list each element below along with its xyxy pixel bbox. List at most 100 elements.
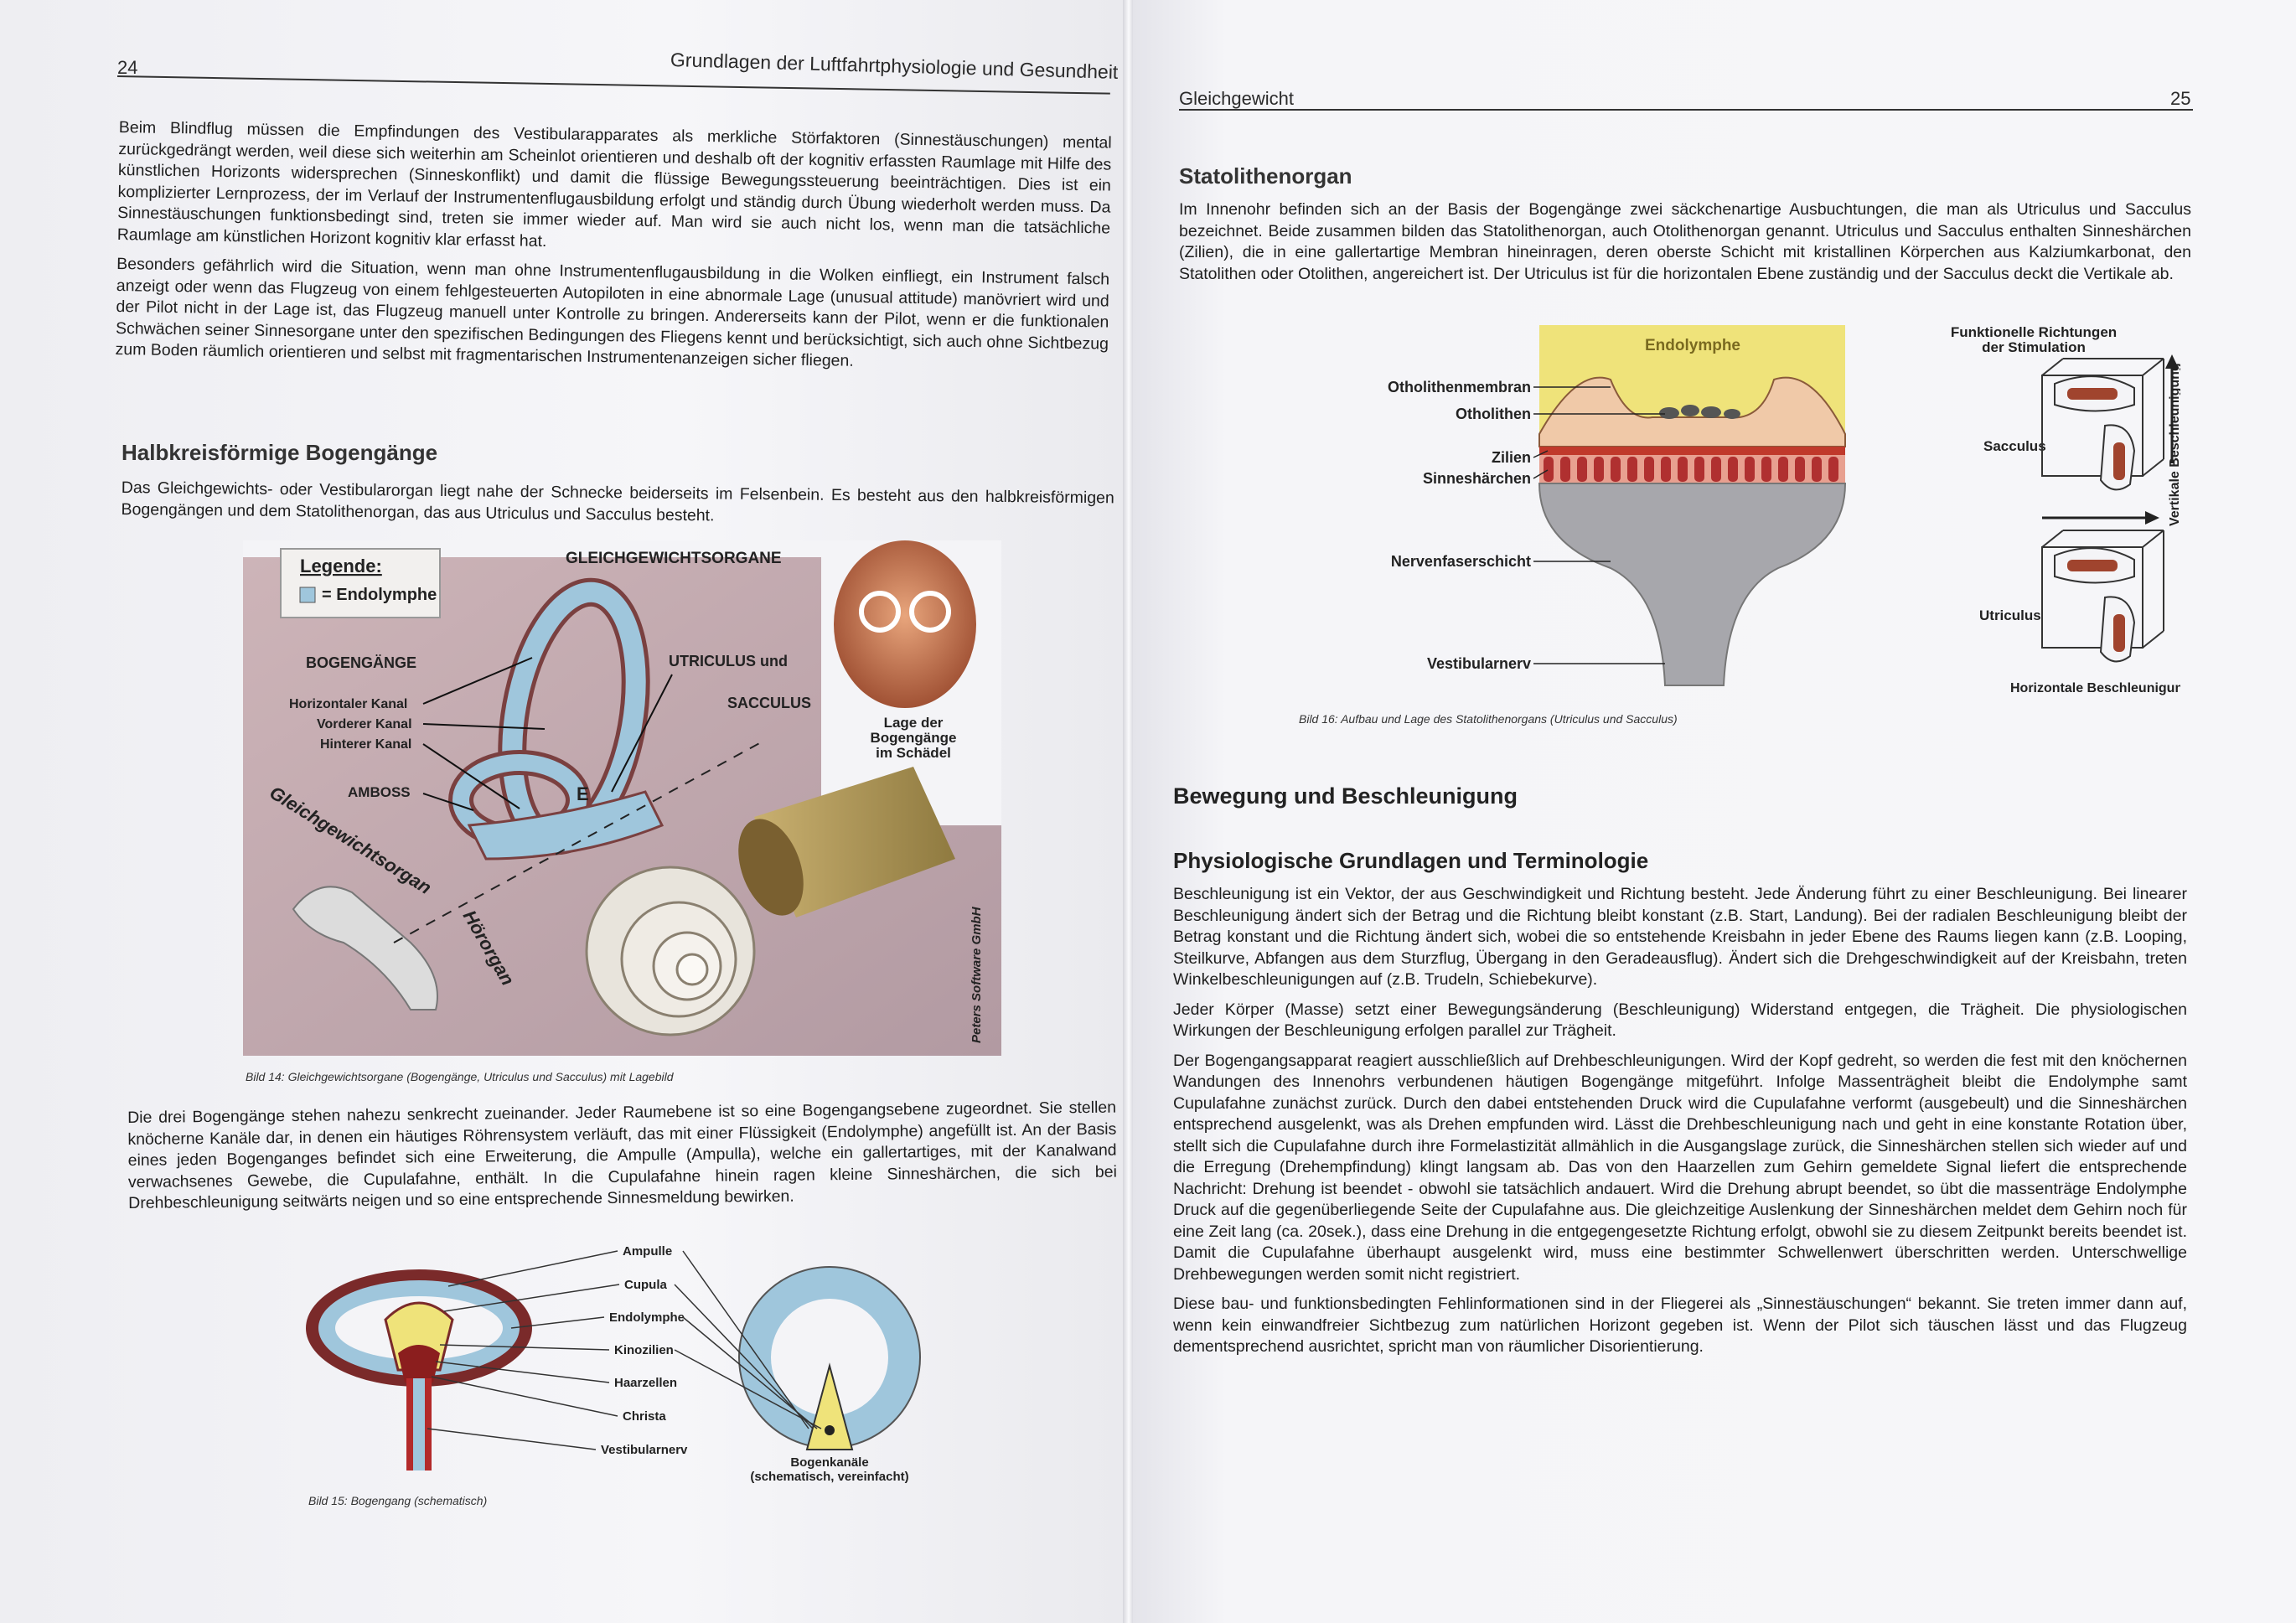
heading-statolithenorgan: Statolithenorgan — [1179, 163, 1352, 189]
section-plane — [393, 741, 763, 943]
hair-cell — [1627, 457, 1637, 482]
label-utriculus: UTRICULUS und — [669, 653, 788, 669]
label-horizontal: Horizontaler Kanal — [289, 697, 407, 711]
page-number: 24 — [117, 57, 138, 78]
section-paragraph: Das Gleichgewichts- oder Vestibularorgan… — [121, 478, 1114, 525]
figure-16: Endolymphe Otholithenmembran Otholithen … — [1259, 317, 2191, 702]
label-haarzellen: Haarzellen — [614, 1376, 677, 1390]
figure-14-illustration: Legende: = Endolymphe GLEICHGEWICHTSORGA… — [243, 540, 1001, 1056]
label-endolymphe: Endolymphe — [609, 1310, 685, 1325]
hair-cell — [1544, 457, 1554, 482]
nerve-fibre-layer — [1538, 483, 1847, 686]
hair-cell — [1778, 457, 1788, 482]
label-e: E — [577, 783, 589, 804]
hair-cell — [1745, 457, 1755, 482]
label-sinneshaerchen: Sinneshärchen — [1423, 470, 1531, 487]
lage-label-3: im Schädel — [876, 745, 951, 761]
hair-cell — [1728, 457, 1738, 482]
head-illustration — [834, 540, 976, 708]
figure-15: Ampulle Cupula Endolymphe Kinozilien Haa… — [306, 1236, 943, 1487]
hair-cell — [1711, 457, 1721, 482]
intro-block: Beim Blindflug müssen die Empfindungen d… — [115, 117, 1111, 376]
hair-cell — [1678, 457, 1688, 482]
hair-cell — [1560, 457, 1570, 482]
lage-label-1: Lage der — [884, 715, 944, 731]
label-christa: Christa — [623, 1409, 666, 1424]
hair-cell — [1594, 457, 1604, 482]
hair-cell — [1761, 457, 1771, 482]
statolith-paragraph: Im Innenohr befinden sich an der Basis d… — [1179, 200, 2191, 283]
label-vestibularnerv: Vestibularnerv — [601, 1443, 688, 1457]
heading-bewegung: Bewegung und Beschleunigung — [1173, 783, 1518, 809]
label-otholithenmembran: Otholithenmembran — [1388, 379, 1531, 395]
label-endolymphe: Endolymphe — [1645, 337, 1740, 354]
figure-14-caption: Bild 14: Gleichgewichtsorgane (Bogengäng… — [246, 1070, 674, 1083]
hair-cell — [1812, 457, 1822, 482]
paragraph-after-fig14: Die drei Bogengänge stehen nahezu senkre… — [127, 1098, 1117, 1212]
intro-paragraph-2: Besonders gefährlich wird die Situation,… — [115, 254, 1110, 370]
label-zilien: Zilien — [1492, 449, 1531, 466]
label-vestibularnerv: Vestibularnerv — [1427, 655, 1531, 672]
label-sacculus: SACCULUS — [727, 695, 811, 711]
zilien-layer — [1539, 447, 1845, 455]
sensory-hair-row — [1539, 455, 1845, 483]
hair-cell — [1694, 457, 1704, 482]
figure-15-caption: Bild 15: Bogengang (schematisch) — [308, 1494, 488, 1507]
label-stimulation: der Stimulation — [1982, 339, 2086, 355]
crista — [398, 1345, 440, 1383]
paragraph-beschleunigung: Beschleunigung ist ein Vektor, der aus G… — [1173, 885, 2187, 989]
figure-title: GLEICHGEWICHTSORGANE — [566, 550, 782, 567]
vestibule — [467, 790, 664, 861]
running-header: Grundlagen der Luftfahrtphysiologie und … — [670, 49, 1119, 83]
page-number-right: 25 — [2170, 88, 2191, 109]
label-hinterer: Hinterer Kanal — [320, 737, 411, 752]
label-cupula: Cupula — [624, 1278, 667, 1292]
intro-paragraph-1: Beim Blindflug müssen die Empfindungen d… — [116, 117, 1112, 251]
sacculus-cube — [2041, 358, 2164, 477]
hair-cell — [1828, 457, 1838, 482]
figure-16-illustration: Endolymphe Otholithenmembran Otholithen … — [1388, 324, 2191, 695]
hair-cell — [1795, 457, 1805, 482]
label-otholithen: Otholithen — [1456, 406, 1531, 422]
body-text-right: Beschleunigung ist ein Vektor, der aus G… — [1173, 884, 2187, 1358]
figure-15-illustration: Ampulle Cupula Endolymphe Kinozilien Haa… — [306, 1244, 921, 1484]
label-horizontale: Horizontale Beschleunigung — [2010, 681, 2180, 695]
ossicles — [292, 886, 438, 1010]
heading-physiologische-grundlagen: Physiologische Grundlagen und Terminolog… — [1173, 848, 1649, 873]
figure-16-caption: Bild 16: Aufbau und Lage des Statolithen… — [1299, 712, 1678, 726]
utriculus-cube — [2041, 530, 2164, 649]
header-rule-right — [1179, 109, 2193, 111]
label-kinozilien: Kinozilien — [614, 1343, 674, 1357]
legend-swatch — [299, 587, 316, 603]
label-bogenkanaele: Bogenkanäle — [790, 1455, 868, 1470]
right-page: Gleichgewicht 25 Statolithenorgan Im Inn… — [1133, 0, 2296, 1623]
section-heading: Halbkreisförmige Bogengänge — [122, 440, 438, 465]
label-vertikale: Vertikale Beschleunigung — [2168, 363, 2180, 526]
hair-cell — [1611, 457, 1621, 482]
ring-cupula — [805, 1362, 854, 1450]
label-sacculus: Sacculus — [1983, 438, 2046, 454]
label-nervenfaserschicht: Nervenfaserschicht — [1391, 553, 1531, 570]
label-bogengaenge: BOGENGÄNGE — [306, 654, 416, 671]
book-gutter — [1123, 0, 1135, 1623]
lage-label-2: Bogengänge — [871, 730, 957, 746]
left-page: 24 Grundlagen der Luftfahrtphysiologie u… — [0, 0, 1127, 1623]
otoliths — [1659, 405, 1740, 419]
hair-cell — [1661, 457, 1671, 482]
legend-item: = Endolymphe — [322, 586, 437, 604]
publisher-watermark: Peters Software GmbH — [970, 906, 984, 1043]
hair-cell — [1644, 457, 1654, 482]
label-funktionelle: Funktionelle Richtungen — [1951, 324, 2117, 340]
paragraph-bogengangsapparat: Der Bogengangsapparat reagiert ausschlie… — [1173, 1051, 2187, 1284]
label-ampulle: Ampulle — [623, 1244, 672, 1259]
legend-title: Legende: — [300, 556, 382, 576]
hair-cell — [1577, 457, 1587, 482]
running-header-right: Gleichgewicht — [1179, 88, 1294, 109]
nerve-bundle — [754, 767, 955, 917]
legend-box — [280, 548, 441, 618]
label-vorderer: Vorderer Kanal — [317, 717, 412, 731]
paragraph-traegheit: Jeder Körper (Masse) setzt einer Bewegun… — [1173, 1000, 2187, 1041]
label-bogenkanaele-sub: (schematisch, vereinfacht) — [750, 1470, 908, 1484]
figure-14: Legende: = Endolymphe GLEICHGEWICHTSORGA… — [243, 540, 1001, 1056]
label-amboss: AMBOSS — [348, 784, 411, 800]
